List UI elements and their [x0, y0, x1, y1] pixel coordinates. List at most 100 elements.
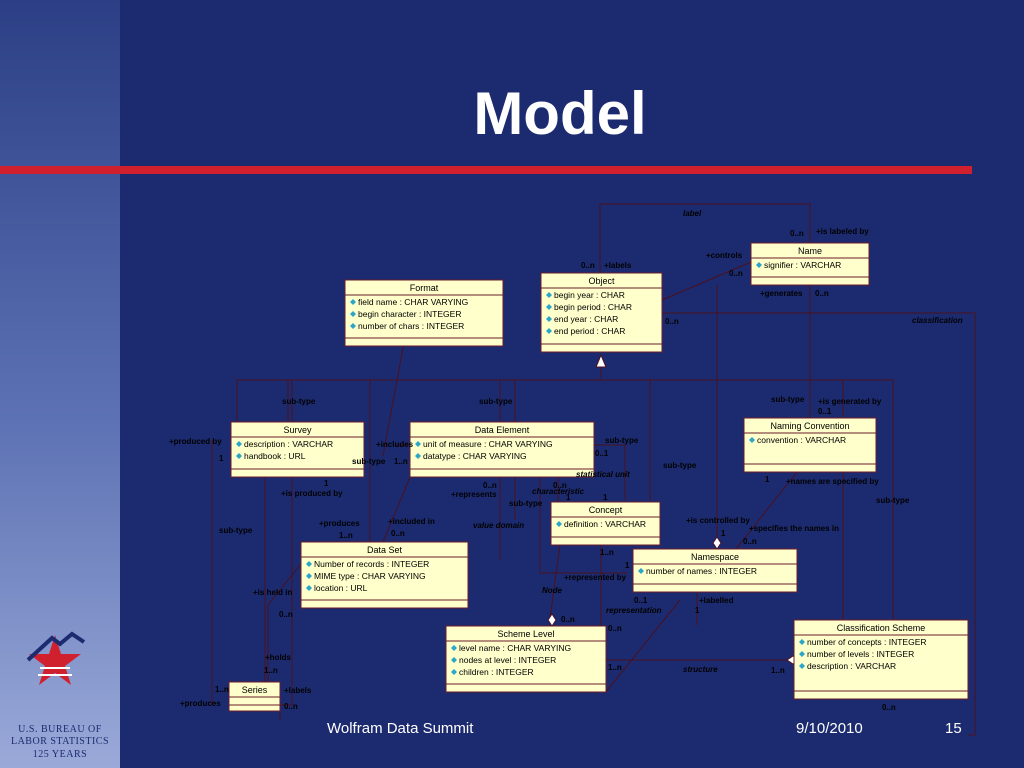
- multiplicity: 0..n: [815, 289, 829, 298]
- role-label: +labelled: [699, 596, 734, 605]
- multiplicity: 0..n: [729, 269, 743, 278]
- class-title: Data Set: [367, 545, 403, 555]
- subtype-label: sub-type: [876, 496, 910, 505]
- subtype-label: sub-type: [352, 457, 386, 466]
- class-data-element: Data Element unit of measure : CHAR VARYI…: [409, 421, 595, 478]
- attribute-icon: [546, 292, 552, 298]
- attribute-icon: [451, 669, 457, 675]
- class-attribute: begin character : INTEGER: [358, 309, 461, 319]
- role-label: +represented by: [564, 573, 627, 582]
- attribute-icon: [236, 453, 242, 459]
- class-attribute: Number of records : INTEGER: [314, 559, 429, 569]
- attribute-icon: [236, 441, 242, 447]
- attribute-icon: [350, 323, 356, 329]
- attribute-icon: [306, 573, 312, 579]
- attribute-icon: [799, 639, 805, 645]
- class-attribute: definition : VARCHAR: [564, 519, 646, 529]
- multiplicity: 0..n: [553, 481, 567, 490]
- multiplicity: 0..n: [743, 537, 757, 546]
- class-attribute: handbook : URL: [244, 451, 306, 461]
- class-attribute: location : URL: [314, 583, 368, 593]
- class-attribute: field name : CHAR VARYING: [358, 297, 468, 307]
- multiplicity: 1: [765, 475, 770, 484]
- multiplicity: 1..n: [600, 548, 614, 557]
- footer-date: 9/10/2010: [796, 720, 863, 737]
- multiplicity: 1: [324, 479, 329, 488]
- assoc-label: value domain: [473, 521, 524, 530]
- multiplicity: 0..n: [665, 317, 679, 326]
- class-attribute: number of names : INTEGER: [646, 566, 757, 576]
- role-label: +included in: [388, 517, 435, 526]
- attribute-icon: [749, 437, 755, 443]
- multiplicity: 0..n: [391, 529, 405, 538]
- role-label: +is held in: [253, 588, 292, 597]
- class-attribute: number of levels : INTEGER: [807, 649, 914, 659]
- class-title: Namespace: [691, 552, 739, 562]
- class-attribute: begin year : CHAR: [554, 290, 625, 300]
- class-title: Naming Convention: [770, 421, 849, 431]
- assoc-label: characteristic: [532, 487, 585, 496]
- attribute-icon: [415, 453, 421, 459]
- multiplicity: 0..1: [595, 449, 609, 458]
- attribute-icon: [415, 441, 421, 447]
- class-title: Data Element: [475, 425, 530, 435]
- multiplicity: 0..n: [483, 481, 497, 490]
- role-label: +is produced by: [281, 489, 343, 498]
- role-label: +holds: [265, 653, 292, 662]
- class-title: Classification Scheme: [837, 623, 926, 633]
- role-label: +specifies the names in: [749, 524, 839, 533]
- role-label: +represents: [451, 490, 497, 499]
- logo-line-3: 125 YEARS: [32, 749, 88, 760]
- subtype-label: sub-type: [663, 461, 697, 470]
- class-naming-convention: Naming Convention convention : VARCHAR: [743, 417, 877, 473]
- attribute-icon: [756, 262, 762, 268]
- attribute-icon: [546, 316, 552, 322]
- class-attribute: children : INTEGER: [459, 667, 534, 677]
- title-divider: [0, 166, 972, 174]
- class-attribute: nodes at level : INTEGER: [459, 655, 556, 665]
- attribute-icon: [546, 304, 552, 310]
- subtype-label: sub-type: [479, 397, 513, 406]
- connector-lines: [211, 203, 976, 736]
- multiplicity: 1..n: [264, 666, 278, 675]
- multiplicity: 1..n: [608, 663, 622, 672]
- logo-line-2: LABOR STATISTICS: [10, 736, 110, 747]
- attribute-icon: [451, 645, 457, 651]
- slide-title: Model: [473, 80, 647, 147]
- attribute-icon: [306, 585, 312, 591]
- subtype-label: sub-type: [509, 499, 543, 508]
- class-attribute: unit of measure : CHAR VARYING: [423, 439, 553, 449]
- role-label: +includes: [376, 440, 414, 449]
- logo-line-1: U.S. BUREAU OF: [18, 724, 102, 735]
- attribute-icon: [306, 561, 312, 567]
- class-attribute: convention : VARCHAR: [757, 435, 846, 445]
- role-label: +labels: [284, 686, 312, 695]
- role-label: +produces: [319, 519, 360, 528]
- bls-logo: U.S. BUREAU OF LABOR STATISTICS 125 YEAR…: [0, 620, 120, 768]
- role-label: +names are specified by: [786, 477, 879, 486]
- role-label: +produces: [180, 699, 221, 708]
- attribute-icon: [350, 311, 356, 317]
- class-attribute: number of chars : INTEGER: [358, 321, 464, 331]
- attribute-icon: [556, 521, 562, 527]
- sidebar-gradient: [0, 0, 120, 768]
- role-label: +is generated by: [818, 397, 882, 406]
- class-attribute: description : VARCHAR: [807, 661, 896, 671]
- class-title: Scheme Level: [497, 629, 554, 639]
- class-attribute: end period : CHAR: [554, 326, 625, 336]
- subtype-label: sub-type: [771, 395, 805, 404]
- multiplicity: 0..1: [634, 596, 648, 605]
- class-attribute: end year : CHAR: [554, 314, 618, 324]
- multiplicity: 0..n: [882, 703, 896, 712]
- class-series: Series: [228, 681, 281, 712]
- assoc-label: statistical unit: [576, 470, 630, 479]
- multiplicity: 1: [695, 606, 700, 615]
- attribute-icon: [350, 299, 356, 305]
- class-title: Object: [588, 276, 615, 286]
